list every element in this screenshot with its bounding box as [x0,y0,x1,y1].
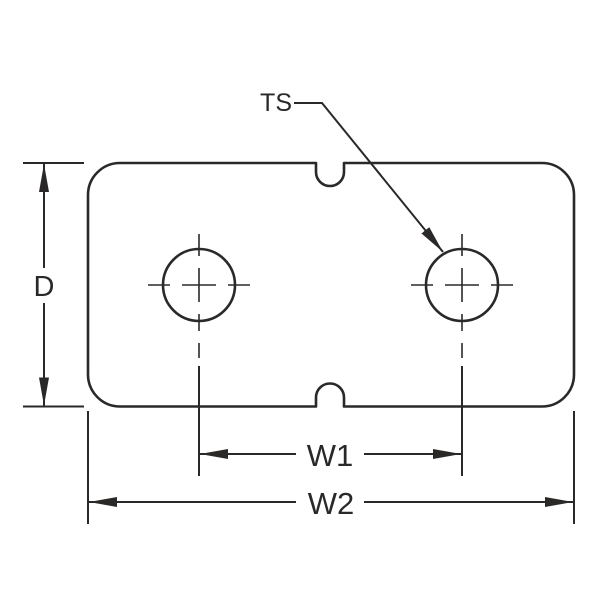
hole-right-centermark [411,234,513,358]
ts-label: TS [260,89,292,117]
plate-outline-with-notches [86,161,576,408]
dimension-w1-label: W1 [307,438,354,473]
hole-left-centermark [148,234,250,358]
ts-leader-line [294,102,444,253]
dimension-d: D [23,162,84,408]
dimension-d-label: D [34,271,55,303]
hole-left [148,234,250,476]
hole-right [411,234,513,476]
dimension-w2: W2 [87,411,575,524]
dimension-w2-label: W2 [308,486,355,521]
ts-callout: TS [260,89,444,253]
dimension-w1: W1 [200,438,461,473]
